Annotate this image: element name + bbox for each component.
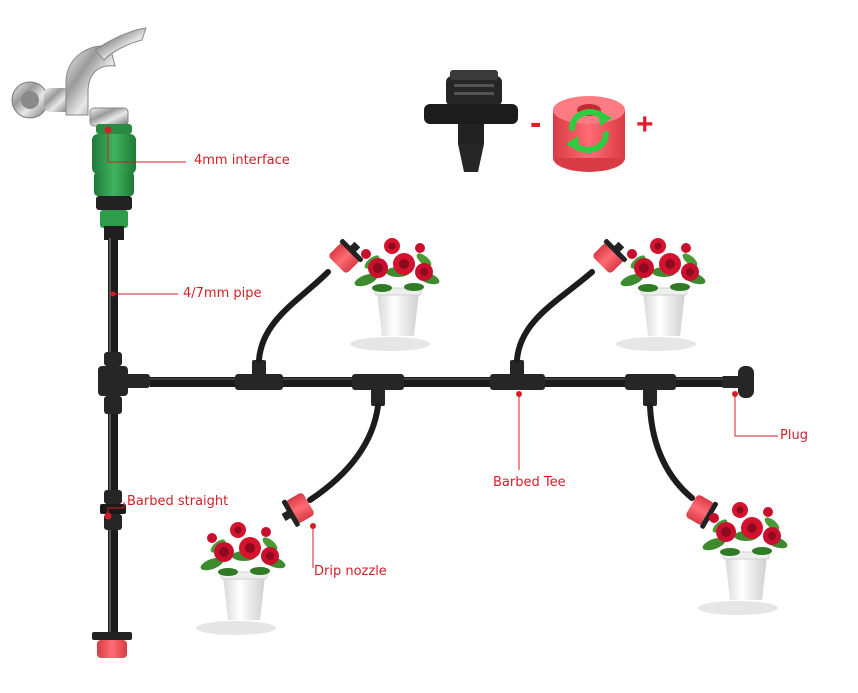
branch-tubes [256,269,695,503]
end-cap [92,632,132,658]
label-barbed-tee: Barbed Tee [493,475,566,490]
label-pipe: 4/7mm pipe [183,286,262,301]
barbed-tee-2 [352,374,404,406]
callout-dots [104,126,522,529]
plus-sign: + [636,108,654,141]
label-drip-nozzle: Drip nozzle [314,564,387,579]
callout-lines [107,130,778,568]
label-4mm-interface: 4mm interface [194,153,290,168]
plug [722,366,754,398]
barbed-straight-connector [100,490,126,530]
barbed-tee-1 [235,360,283,390]
main-pipe [108,238,118,638]
drip-nozzle-2 [276,490,317,531]
adjust-cap [553,96,625,172]
label-barbed-straight: Barbed straight [127,494,229,509]
flower-pot-icon [615,237,708,352]
adjust-arrow-icon [566,109,612,153]
flower-pot-icon [697,501,790,616]
drip-nozzle-3 [590,233,633,276]
faucet-icon [11,27,147,127]
label-plug: Plug [780,428,808,443]
minus-sign: - [530,104,542,142]
interface-connector [92,124,136,240]
flower-pot-icon [349,237,442,352]
horizontal-pipe [150,377,724,387]
main-tee [98,352,150,414]
barbed-tee-4 [625,374,676,406]
flower-pot-icon [195,521,288,636]
barbed-tee-3 [490,360,545,390]
nozzle-icon [424,70,518,172]
